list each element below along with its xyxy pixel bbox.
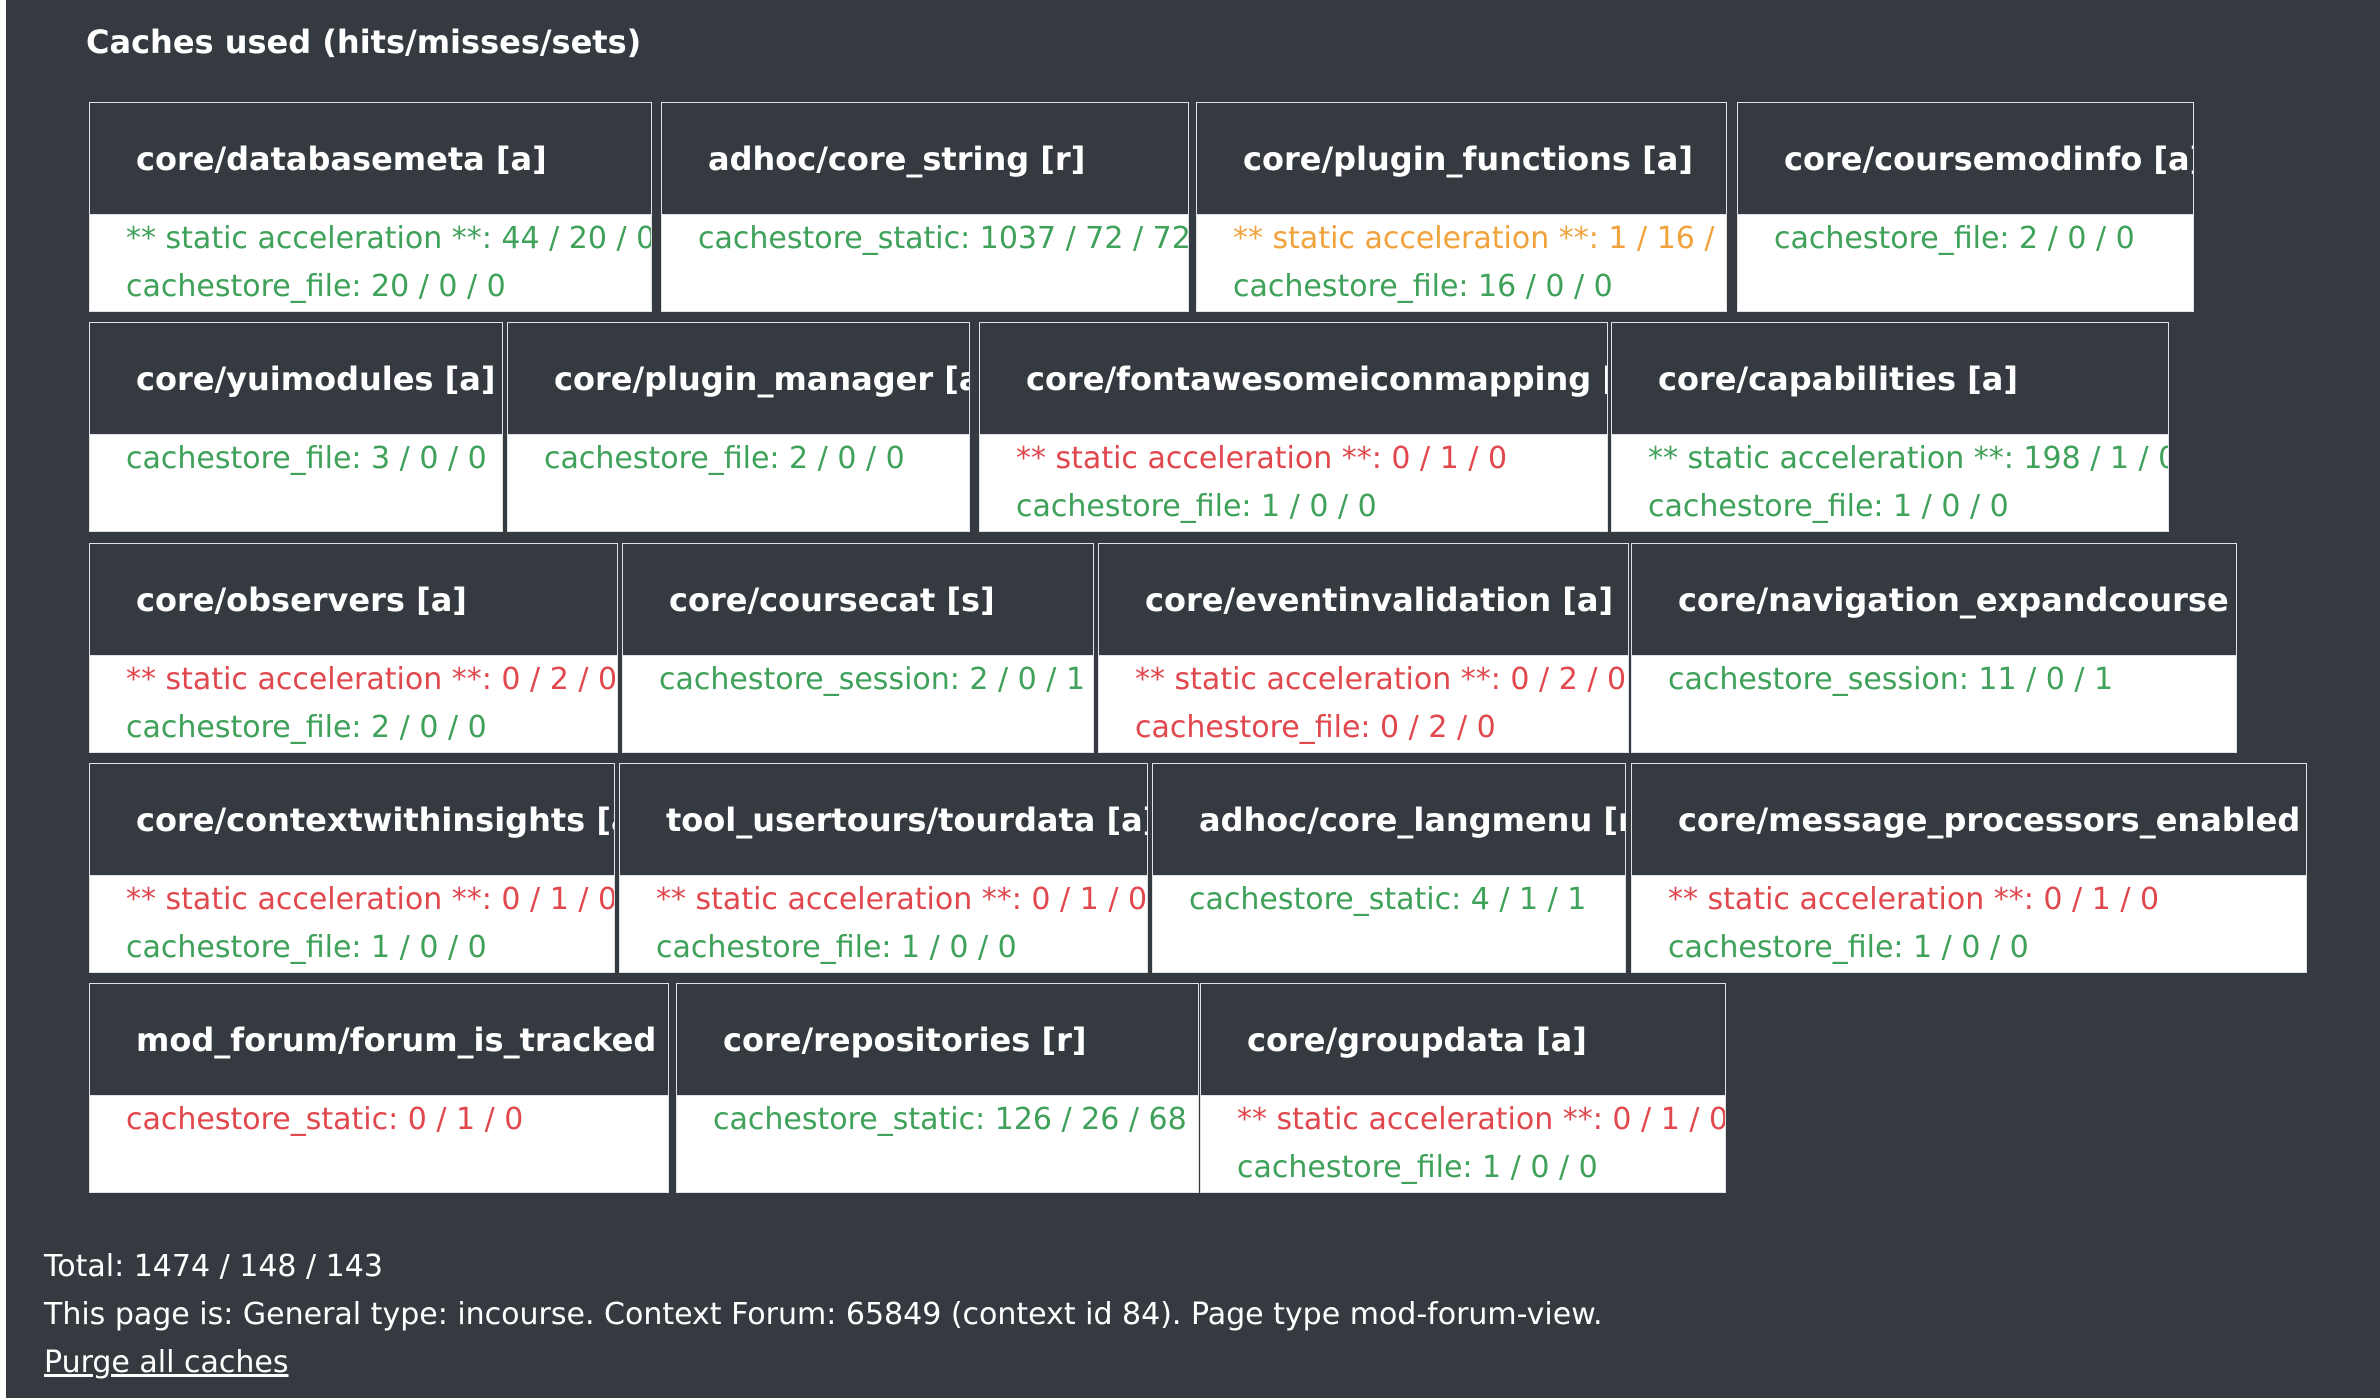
cache-card: core/navigation_expandcourse [s] cachesto… xyxy=(1631,543,2237,753)
cache-card: mod_forum/forum_is_tracked [r] cachestore… xyxy=(89,983,669,1193)
cache-store-stat: ** static acceleration **: 0 / 1 / 0 xyxy=(1668,882,2160,917)
cache-card: core/plugin_manager [a] cachestore_file: … xyxy=(507,322,970,532)
cache-card: core/coursecat [s] cachestore_session: 2 … xyxy=(622,543,1094,753)
cache-store-stat: ** static acceleration **: 44 / 20 / 0 xyxy=(126,221,652,256)
cache-card: core/fontawesomeiconmapping [a] ** static… xyxy=(979,322,1608,532)
cache-name: core/groupdata [a] xyxy=(1247,1021,1587,1059)
cache-card-header: mod_forum/forum_is_tracked [r] xyxy=(90,984,668,1096)
cache-name: core/observers [a] xyxy=(136,581,467,619)
cache-store-stat: cachestore_static: 4 / 1 / 1 xyxy=(1189,882,1587,917)
cache-card: core/coursemodinfo [a] cachestore_file: 2… xyxy=(1737,102,2194,312)
cache-card: core/groupdata [a] ** static acceleration… xyxy=(1200,983,1726,1193)
page-type-info: This page is: General type: incourse. Co… xyxy=(44,1297,1603,1332)
cache-name: core/message_processors_enabled [a] xyxy=(1678,801,2307,839)
cache-card: adhoc/core_string [r] cachestore_static: … xyxy=(661,102,1189,312)
cache-card: core/plugin_functions [a] ** static accel… xyxy=(1196,102,1727,312)
cache-store-stat: ** static acceleration **: 1 / 16 / 0 xyxy=(1233,221,1727,256)
cache-card: core/message_processors_enabled [a] ** st… xyxy=(1631,763,2307,973)
cache-card-header: core/message_processors_enabled [a] xyxy=(1632,764,2306,876)
cache-name: core/coursecat [s] xyxy=(669,581,995,619)
cache-store-stat: ** static acceleration **: 0 / 1 / 0 xyxy=(656,882,1148,917)
cache-name: mod_forum/forum_is_tracked [r] xyxy=(136,1021,669,1059)
cache-store-stat: ** static acceleration **: 0 / 1 / 0 xyxy=(126,882,615,917)
cache-store-stat: cachestore_session: 2 / 0 / 1 xyxy=(659,662,1086,697)
cache-card-header: adhoc/core_string [r] xyxy=(662,103,1188,215)
cache-card: core/repositories [r] cachestore_static: … xyxy=(676,983,1199,1193)
cache-card-header: core/databasemeta [a] xyxy=(90,103,651,215)
cache-card-header: core/eventinvalidation [a] xyxy=(1099,544,1628,656)
cache-store-stat: ** static acceleration **: 0 / 1 / 0 xyxy=(1016,441,1508,476)
cache-card-header: core/groupdata [a] xyxy=(1201,984,1725,1096)
cache-card: core/observers [a] ** static acceleration… xyxy=(89,543,618,753)
cache-card: core/yuimodules [a] cachestore_file: 3 / … xyxy=(89,322,503,532)
cache-name: core/capabilities [a] xyxy=(1658,360,2018,398)
cache-store-stat: cachestore_session: 11 / 0 / 1 xyxy=(1668,662,2114,697)
cache-card: adhoc/core_langmenu [r] cachestore_static… xyxy=(1152,763,1626,973)
cache-store-stat: ** static acceleration **: 0 / 2 / 0 xyxy=(126,662,618,697)
cache-name: core/plugin_manager [a] xyxy=(554,360,970,398)
cache-card-header: core/observers [a] xyxy=(90,544,617,656)
cache-card-header: core/coursemodinfo [a] xyxy=(1738,103,2193,215)
cache-card-header: tool_usertours/tourdata [a] xyxy=(620,764,1147,876)
cache-name: adhoc/core_string [r] xyxy=(708,140,1086,178)
cache-card-header: core/plugin_manager [a] xyxy=(508,323,969,435)
cache-store-stat: cachestore_file: 2 / 0 / 0 xyxy=(126,710,487,745)
cache-card-header: core/contextwithinsights [a] xyxy=(90,764,614,876)
cache-name: core/databasemeta [a] xyxy=(136,140,547,178)
cache-name: core/eventinvalidation [a] xyxy=(1145,581,1614,619)
cache-card-header: core/navigation_expandcourse [s] xyxy=(1632,544,2236,656)
cache-store-stat: cachestore_file: 1 / 0 / 0 xyxy=(1648,489,2009,524)
cache-store-stat: cachestore_file: 16 / 0 / 0 xyxy=(1233,269,1613,304)
cache-card: core/capabilities [a] ** static accelerat… xyxy=(1611,322,2169,532)
cache-name: core/fontawesomeiconmapping [a] xyxy=(1026,360,1608,398)
cache-name: core/plugin_functions [a] xyxy=(1243,140,1693,178)
cache-performance-panel: Caches used (hits/misses/sets) core/data… xyxy=(6,0,2380,1398)
cache-card: core/eventinvalidation [a] ** static acce… xyxy=(1098,543,1629,753)
cache-name: adhoc/core_langmenu [r] xyxy=(1199,801,1626,839)
cache-store-stat: cachestore_file: 1 / 0 / 0 xyxy=(1016,489,1377,524)
cache-card-header: core/yuimodules [a] xyxy=(90,323,502,435)
cache-card-header: core/repositories [r] xyxy=(677,984,1198,1096)
cache-card-header: core/capabilities [a] xyxy=(1612,323,2168,435)
cache-store-stat: cachestore_file: 1 / 0 / 0 xyxy=(1237,1150,1598,1185)
cache-store-stat: cachestore_file: 2 / 0 / 0 xyxy=(1774,221,2135,256)
cache-store-stat: ** static acceleration **: 198 / 1 / 0 xyxy=(1648,441,2169,476)
cache-card-header: core/coursecat [s] xyxy=(623,544,1093,656)
purge-caches-link[interactable]: Purge all caches xyxy=(44,1345,289,1380)
cache-store-stat: cachestore_file: 1 / 0 / 0 xyxy=(1668,930,2029,965)
cache-name: tool_usertours/tourdata [a] xyxy=(666,801,1148,839)
cache-store-stat: cachestore_file: 2 / 0 / 0 xyxy=(544,441,905,476)
cache-card: tool_usertours/tourdata [a] ** static acc… xyxy=(619,763,1148,973)
cache-card-header: adhoc/core_langmenu [r] xyxy=(1153,764,1625,876)
cache-store-stat: cachestore_file: 3 / 0 / 0 xyxy=(126,441,487,476)
cache-store-stat: cachestore_static: 0 / 1 / 0 xyxy=(126,1102,524,1137)
cache-store-stat: cachestore_static: 1037 / 72 / 72 xyxy=(698,221,1189,256)
cache-store-stat: cachestore_static: 126 / 26 / 68 xyxy=(713,1102,1187,1137)
cache-name: core/contextwithinsights [a] xyxy=(136,801,615,839)
cache-card: core/databasemeta [a] ** static accelerat… xyxy=(89,102,652,312)
cache-store-stat: cachestore_file: 1 / 0 / 0 xyxy=(656,930,1017,965)
cache-name: core/navigation_expandcourse [s] xyxy=(1678,581,2237,619)
cache-store-stat: cachestore_file: 20 / 0 / 0 xyxy=(126,269,506,304)
cache-card-header: core/plugin_functions [a] xyxy=(1197,103,1726,215)
cache-total: Total: 1474 / 148 / 143 xyxy=(44,1249,383,1284)
cache-name: core/coursemodinfo [a] xyxy=(1784,140,2194,178)
caches-heading: Caches used (hits/misses/sets) xyxy=(86,23,642,61)
cache-store-stat: cachestore_file: 1 / 0 / 0 xyxy=(126,930,487,965)
cache-store-stat: ** static acceleration **: 0 / 2 / 0 xyxy=(1135,662,1627,697)
cache-name: core/yuimodules [a] xyxy=(136,360,496,398)
cache-store-stat: cachestore_file: 0 / 2 / 0 xyxy=(1135,710,1496,745)
cache-card-header: core/fontawesomeiconmapping [a] xyxy=(980,323,1607,435)
cache-store-stat: ** static acceleration **: 0 / 1 / 0 xyxy=(1237,1102,1726,1137)
cache-name: core/repositories [r] xyxy=(723,1021,1087,1059)
cache-card: core/contextwithinsights [a] ** static ac… xyxy=(89,763,615,973)
